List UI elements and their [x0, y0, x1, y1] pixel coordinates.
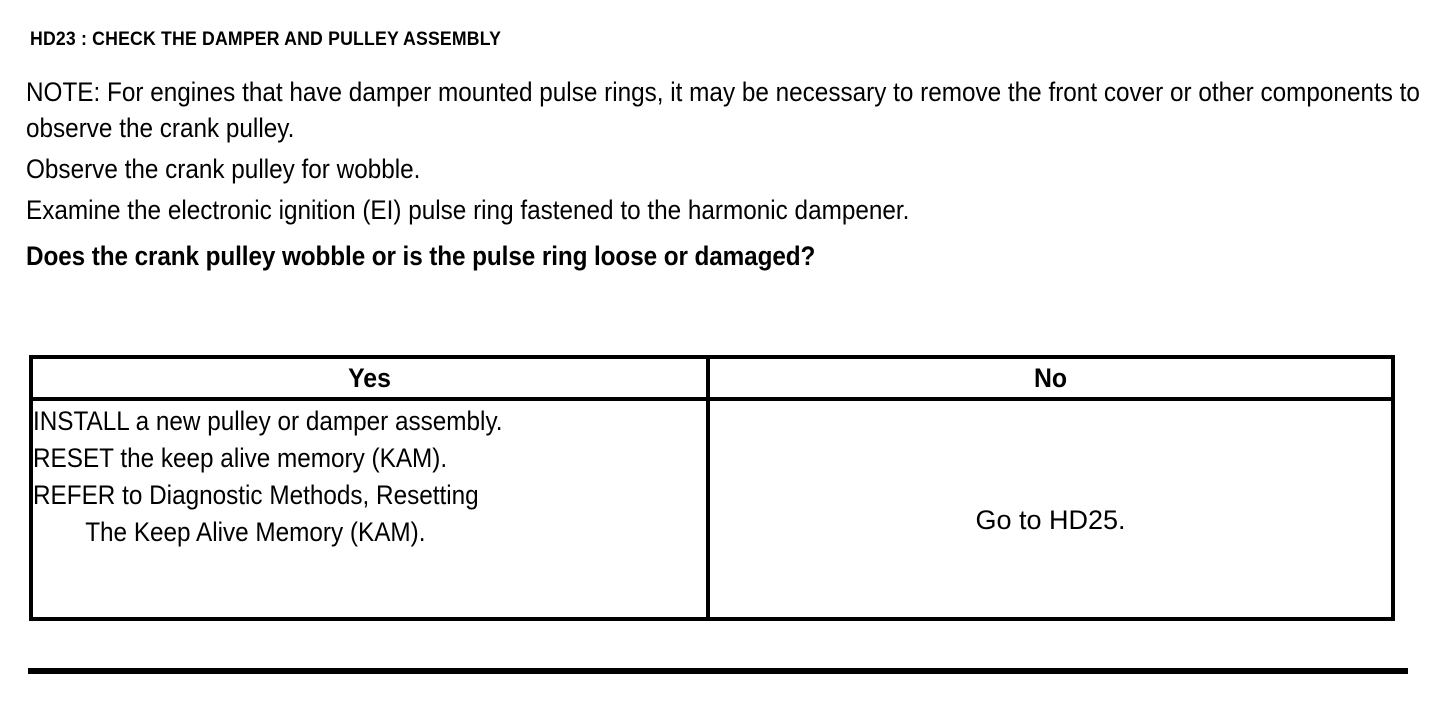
- table-body-row: INSTALL a new pulley or damper assembly.…: [33, 401, 1391, 617]
- yes-action-refer-continued: The Keep Alive Memory (KAM).: [85, 517, 426, 547]
- table-header-cell-no: No: [710, 359, 1391, 397]
- body-text-block: NOTE: For engines that have damper mount…: [26, 74, 1426, 279]
- footer-divider: [28, 668, 1408, 674]
- instruction-paragraph-examine: Examine the electronic ignition (EI) pul…: [26, 195, 910, 225]
- page-title: HD23 : CHECK THE DAMPER AND PULLEY ASSEM…: [30, 29, 502, 50]
- yes-action-refer: REFER to Diagnostic Methods, Resetting: [33, 480, 479, 510]
- column-header-yes: Yes: [348, 363, 391, 393]
- table-cell-yes: INSTALL a new pulley or damper assembly.…: [33, 401, 710, 617]
- table-header-cell-yes: Yes: [33, 359, 710, 397]
- note-paragraph: NOTE: For engines that have damper mount…: [26, 77, 1427, 143]
- decision-question: Does the crank pulley wobble or is the p…: [26, 241, 816, 271]
- column-header-no: No: [1033, 363, 1068, 393]
- yes-action-list: INSTALL a new pulley or damper assembly.…: [33, 403, 733, 551]
- yes-action-reset: RESET the keep alive memory (KAM).: [33, 443, 448, 473]
- no-action-goto: Go to HD25.: [975, 505, 1126, 535]
- yes-action-install: INSTALL a new pulley or damper assembly.: [33, 406, 503, 436]
- table-header-row: Yes No: [33, 359, 1391, 401]
- table-cell-no: Go to HD25.: [710, 401, 1391, 617]
- instruction-paragraph-observe: Observe the crank pulley for wobble.: [26, 154, 421, 184]
- decision-table: Yes No INSTALL a new pulley or damper as…: [29, 355, 1395, 621]
